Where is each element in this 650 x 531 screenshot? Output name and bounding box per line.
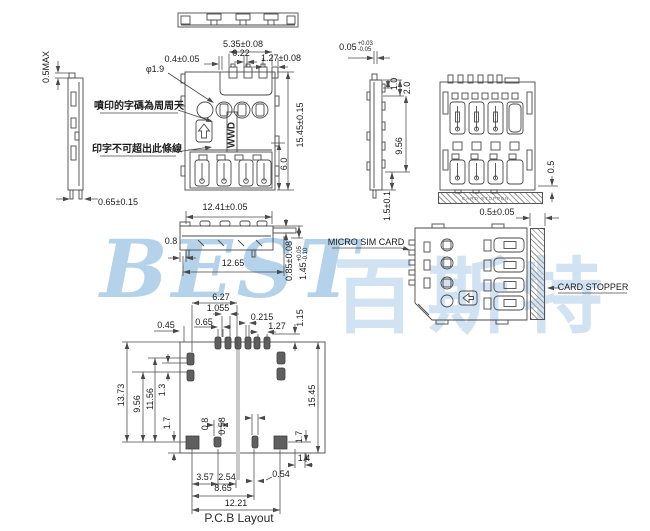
pcb-outline	[179, 341, 326, 454]
pcb-dim-17-right: 1.7	[294, 430, 304, 444]
dim-hole-diameter: φ1.9	[145, 64, 165, 74]
pcb-dim-065: 0.65	[195, 317, 213, 327]
dim-step-10: 1.0	[389, 77, 399, 91]
pcb-dim-045: 0.45	[157, 320, 175, 330]
top-edge-view	[177, 12, 299, 28]
dim-offset-04: 0.4±0.05	[164, 54, 200, 64]
dim-stopper-width: 0.5±0.05	[479, 207, 515, 217]
dim-height-max: 0.5MAX	[41, 50, 51, 84]
pcb-dim-127: 1.27	[268, 321, 286, 331]
dim-contact-span: 5.35±0.08	[223, 39, 263, 49]
right-side-view	[366, 73, 386, 199]
watermark-latin: BEST	[100, 222, 362, 316]
pcb-pads	[185, 336, 288, 450]
pcb-dim-254: 2.54	[218, 472, 236, 482]
pcb-dim-08: 0.8	[200, 417, 210, 431]
card-insert-view	[408, 223, 528, 325]
pcb-dim-058: 0.58	[217, 417, 227, 435]
dim-step-20: 2.0	[402, 81, 412, 95]
pcb-center-strip	[236, 349, 240, 480]
dim-foot-15: 1.5±0.1	[382, 191, 392, 221]
pcb-dim-054: 0.54	[272, 469, 290, 479]
dim-pitch-127: 1.27±0.08	[261, 53, 301, 63]
pcb-dim-357: 3.57	[196, 472, 214, 482]
label-card-stopper: CARD STOPPER	[557, 282, 629, 292]
pcb-dim-1373: 13.73	[116, 383, 126, 407]
bottom-view	[439, 74, 536, 194]
label-micro-sim-card: MICRO SIM CARD	[327, 237, 405, 247]
pcb-dim-865: 8.65	[214, 483, 232, 493]
insert-direction-box-2	[458, 290, 478, 306]
insert-direction-box	[195, 119, 213, 143]
pcb-dim-13: 1.3	[157, 383, 167, 397]
front-view	[179, 220, 297, 258]
pcb-dim-956: 9.56	[132, 395, 142, 413]
dim-mount-offset: 0.05 +0.03-0.05	[339, 41, 373, 53]
note-marking-code: 噴印的字碼為周周天	[94, 101, 184, 112]
marking-code-text: WWD	[227, 122, 238, 148]
left-side-view	[67, 72, 84, 200]
dim-body-width: 12.41±0.05	[202, 202, 248, 212]
pcb-dim-1156: 11.56	[145, 388, 155, 410]
pcb-caption: P.C.B Layout	[204, 511, 274, 525]
dim-pocket-depth: 6.0	[279, 157, 289, 171]
dim-stopper-gap: 0.5	[546, 160, 556, 174]
dim-body-length: 15.45±0.15	[295, 102, 305, 148]
card-stopper-small-text: CARD STOPPER	[462, 196, 509, 201]
pcb-dim-627: 6.27	[212, 292, 230, 302]
dim-slot-022: 0.22	[232, 48, 250, 58]
pcb-dim-1545: 15.45	[307, 384, 317, 408]
top-view	[180, 63, 280, 191]
pcb-dim-17-left: 1.7	[162, 416, 172, 430]
card-stopper-hatch-bottom	[438, 192, 543, 204]
card-stopper-hatch-side	[530, 228, 545, 320]
dim-foot-coplanarity: 0.65±0.15	[98, 197, 138, 207]
pcb-dim-1221: 12.21	[224, 498, 248, 508]
pcb-dim-115: 1.15	[295, 309, 305, 327]
dimension-lines	[55, 49, 627, 514]
left-arrow-icon	[462, 292, 474, 304]
pcb-dim-0215: 0.215	[250, 312, 274, 322]
dim-card-thickness: 1.45 +0.05-0.10	[297, 246, 309, 280]
dim-tail-thickness: 0.85±0.08	[284, 241, 294, 281]
pcb-dim-14: 1.4	[297, 453, 311, 463]
dim-foot-offset: 0.8	[164, 236, 178, 246]
note-marking-limit: 印字不可超出此條線	[92, 144, 182, 155]
dim-overall-width: 12.65	[221, 258, 245, 268]
dim-side-height: 9.56	[394, 137, 404, 155]
up-arrow-icon	[197, 123, 211, 139]
pcb-dim-1055: 1.055	[206, 303, 230, 313]
watermark-cjk: 百斯特	[333, 250, 616, 345]
